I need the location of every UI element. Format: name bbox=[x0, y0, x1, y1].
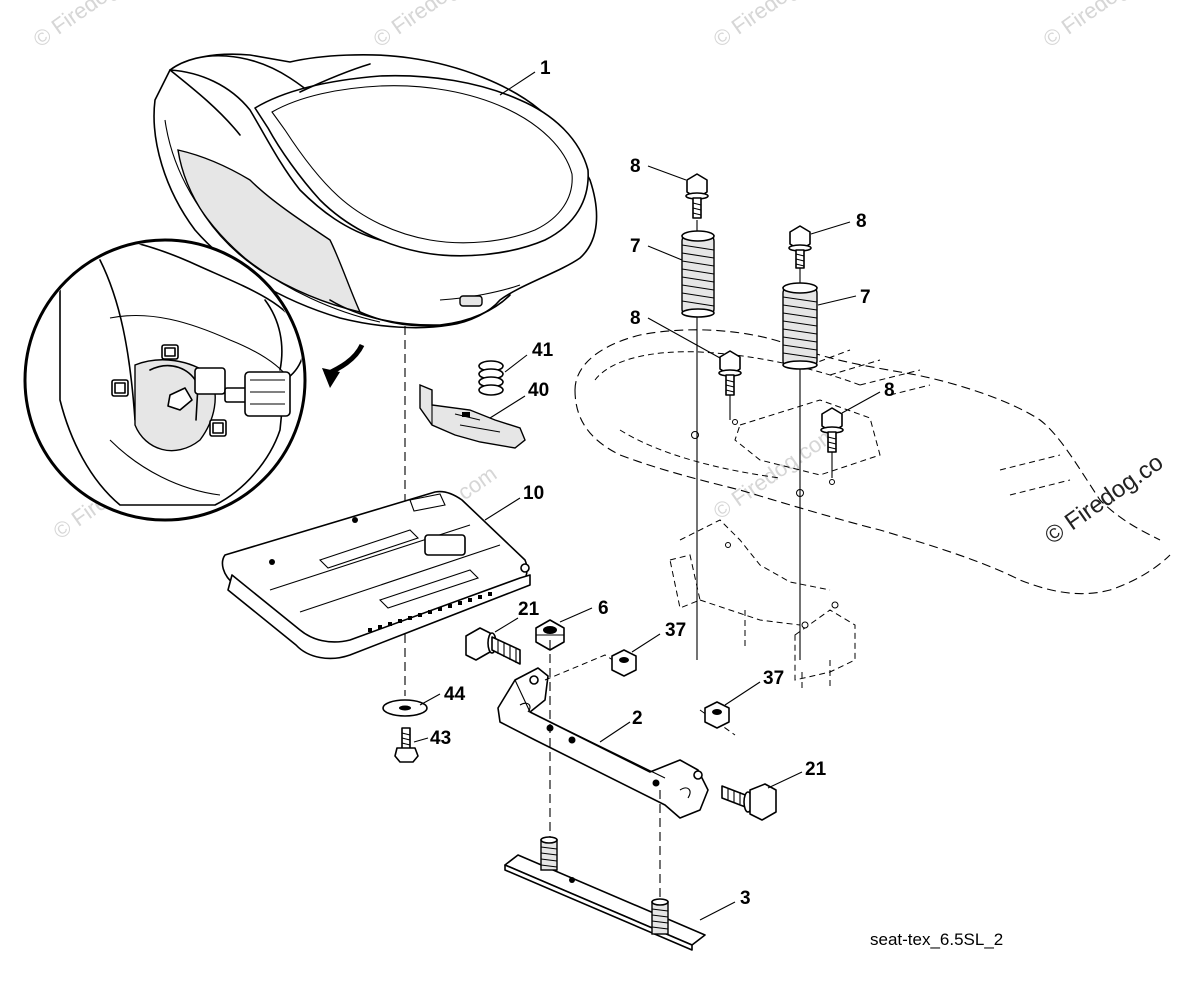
callout-6: 6 bbox=[598, 598, 609, 619]
callout-21-left: 21 bbox=[518, 599, 540, 620]
fender-outline bbox=[574, 329, 1171, 690]
watermark-top-right: © Firedog.com bbox=[709, 0, 842, 52]
detail-magnifier bbox=[23, 238, 365, 522]
bolt-8-top-left bbox=[685, 173, 709, 219]
callout-8-top-right: 8 bbox=[856, 211, 867, 232]
callout-7-left: 7 bbox=[630, 236, 641, 257]
washer-44 bbox=[382, 699, 428, 717]
callout-3: 3 bbox=[740, 888, 751, 909]
mount-plate-3 bbox=[504, 836, 706, 951]
reference-code: seat-tex_6.5SL_2 bbox=[870, 930, 1003, 949]
callout-37-lower: 37 bbox=[763, 668, 784, 689]
bolt-21-right bbox=[721, 783, 777, 821]
nut-37-lower bbox=[704, 701, 730, 729]
watermark-top-center: © Firedog.com bbox=[369, 0, 502, 52]
watermark-top-left: © Firedog.com bbox=[29, 0, 162, 52]
callout-43: 43 bbox=[430, 728, 451, 749]
callout-10: 10 bbox=[523, 483, 544, 504]
watermark-top-far-right: © Firedog.com bbox=[1039, 0, 1172, 52]
callout-44: 44 bbox=[444, 684, 466, 705]
spring-41 bbox=[478, 360, 504, 396]
seat bbox=[153, 53, 598, 329]
seat-pan-10 bbox=[221, 490, 531, 660]
callout-8-mid-right: 8 bbox=[884, 380, 895, 401]
callout-40: 40 bbox=[528, 380, 549, 401]
callout-2: 2 bbox=[632, 708, 643, 729]
callout-8-mid-left: 8 bbox=[630, 308, 641, 329]
bracket-2 bbox=[497, 667, 709, 819]
nut-37-upper bbox=[611, 649, 637, 677]
spring-7-left bbox=[681, 230, 715, 318]
bolt-21-left bbox=[465, 627, 521, 665]
watermark-center-right: © Firedog.com bbox=[709, 421, 842, 524]
callout-8-top-left: 8 bbox=[630, 156, 641, 177]
nut-6 bbox=[535, 619, 565, 651]
bolt-8-top-right bbox=[788, 225, 812, 269]
callout-7-right: 7 bbox=[860, 287, 871, 308]
clip-40 bbox=[419, 383, 526, 449]
bolt-8-mid-left bbox=[718, 350, 742, 420]
callout-37-upper: 37 bbox=[665, 620, 686, 641]
bolt-8-mid-right bbox=[820, 407, 844, 478]
screw-43 bbox=[394, 727, 419, 763]
spring-7-right bbox=[782, 282, 818, 370]
callout-21-right: 21 bbox=[805, 759, 827, 780]
callout-1: 1 bbox=[540, 58, 551, 79]
callout-41: 41 bbox=[532, 340, 554, 361]
